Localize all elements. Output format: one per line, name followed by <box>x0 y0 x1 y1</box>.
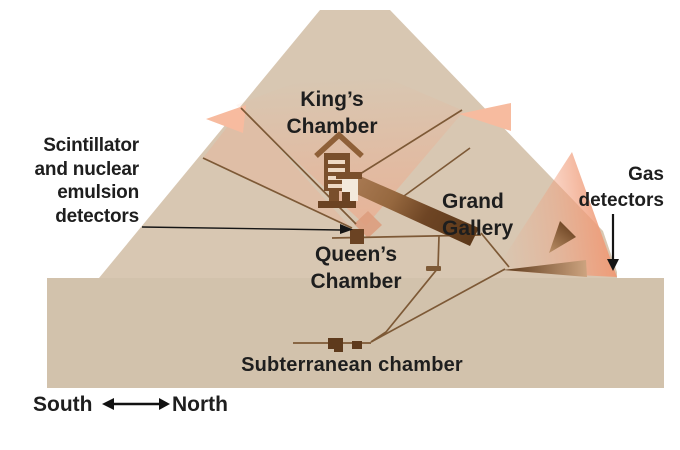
scintillator-detectors-line1: Scintillator <box>43 135 139 156</box>
ground <box>47 278 664 388</box>
queens-chamber-line2: Chamber <box>310 270 402 293</box>
cone-edge-lower-left <box>202 157 353 229</box>
cone-edge-lower-right <box>403 147 471 197</box>
subterranean-chamber-label: Subterranean chamber <box>241 354 463 376</box>
compass-double-arrow <box>102 398 170 410</box>
kings-chamber-line1: King’s <box>300 88 364 111</box>
entrance-lower-passage <box>503 260 587 277</box>
kings-chamber-lintel <box>336 172 362 179</box>
ascending-passage <box>480 232 510 268</box>
gas-detectors-line2: detectors <box>578 189 664 211</box>
kings-chamber-structure <box>314 131 364 208</box>
kings-chamber-line2: Chamber <box>286 114 378 138</box>
scintillator-detectors-line3: emulsion <box>57 182 139 203</box>
cone-edge-lines <box>202 107 471 229</box>
grand-gallery-shape <box>339 172 479 246</box>
shaft-plug-marker <box>426 266 441 271</box>
queens-chamber-label: Queen’s Chamber <box>294 241 418 295</box>
entrance-upper-passage <box>549 221 576 253</box>
grand-gallery-line1: Grand <box>442 190 504 213</box>
descending-passage <box>370 268 506 343</box>
gas-detectors-arrow <box>607 214 619 271</box>
cone-apex-diamond <box>354 211 382 238</box>
cone-poke-left <box>206 105 246 133</box>
queens-chamber-line1: Queen’s <box>314 243 398 266</box>
subterranean-chamber-blocks <box>328 338 362 352</box>
gas-detectors-label: Gas detectors <box>544 162 664 213</box>
scintillator-detectors-line4: detectors <box>55 205 139 227</box>
scintillator-cone-tint-lower <box>203 108 352 229</box>
kings-chamber-roof-chevron <box>314 131 364 159</box>
kings-chamber-block <box>342 192 350 201</box>
compass-south-label: South <box>33 393 93 416</box>
compass-north-label: North <box>172 393 228 416</box>
grand-gallery-label: Grand Gallery <box>442 188 538 242</box>
gas-detectors-line1: Gas <box>628 164 664 185</box>
scintillator-pointer-arrow <box>141 224 353 234</box>
cone-edge-upper-right <box>359 109 463 175</box>
kings-chamber-floor <box>318 201 356 208</box>
scintillator-detectors-label: Scintillator and nuclear emulsion detect… <box>0 134 140 228</box>
kings-chamber-wall <box>329 191 339 203</box>
grand-gallery-line2: Gallery <box>442 217 514 240</box>
queens-chamber-shape <box>350 229 364 244</box>
gas-detector-cone <box>495 152 617 277</box>
cone-poke-right <box>459 103 511 131</box>
kings-chamber-label: King’s Chamber <box>268 87 396 140</box>
scintillator-detectors-line2: and nuclear <box>34 158 140 180</box>
